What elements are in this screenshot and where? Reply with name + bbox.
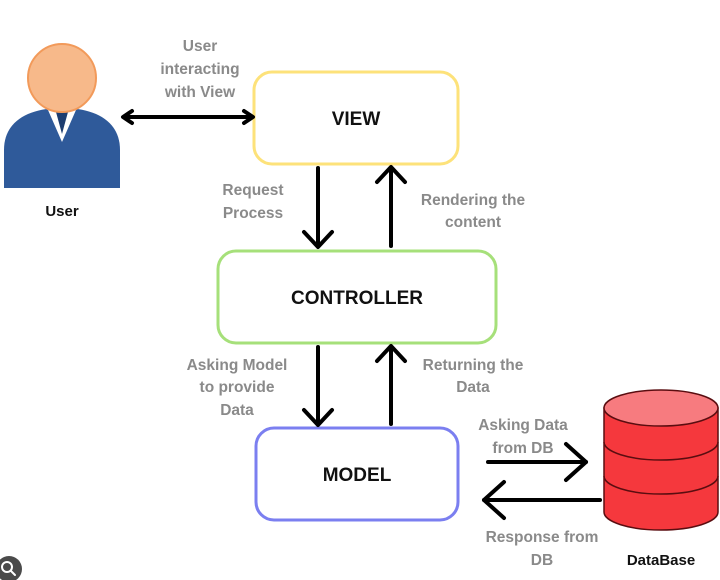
svg-text:Request: Request (222, 182, 283, 199)
view-box: VIEW (252, 70, 460, 166)
svg-text:from DB: from DB (492, 440, 553, 457)
svg-text:with View: with View (164, 84, 236, 101)
rendering-arrow (375, 165, 407, 248)
svg-text:Process: Process (223, 205, 283, 222)
svg-text:interacting: interacting (160, 61, 239, 78)
user-view-arrow (121, 109, 255, 125)
svg-text:Asking Model: Asking Model (187, 357, 288, 374)
view-label: VIEW (332, 109, 381, 130)
rendering-label: Rendering the content (421, 192, 526, 231)
controller-label: CONTROLLER (291, 288, 423, 309)
svg-text:User: User (183, 38, 217, 55)
model-box: MODEL (254, 426, 460, 522)
asking-model-label: Asking Model to provide Data (187, 357, 288, 419)
response-db-label: Response from DB (486, 529, 599, 569)
svg-text:Data: Data (220, 402, 254, 419)
svg-text:Returning the: Returning the (423, 357, 524, 374)
svg-text:Asking Data: Asking Data (478, 417, 568, 434)
svg-text:Rendering the: Rendering the (421, 192, 526, 209)
user-caption: User (45, 203, 79, 220)
returning-label: Returning the Data (423, 357, 524, 396)
controller-box: CONTROLLER (216, 249, 498, 345)
response-db-arrow (482, 480, 602, 520)
svg-text:to provide: to provide (200, 379, 275, 396)
user-view-label: User interacting with View (160, 38, 239, 101)
request-label: Request Process (222, 182, 283, 222)
asking-db-label: Asking Data from DB (478, 417, 568, 457)
database-caption: DataBase (627, 552, 695, 569)
user-icon (4, 43, 120, 188)
returning-arrow (375, 344, 407, 426)
model-label: MODEL (323, 465, 392, 486)
asking-model-arrow (302, 345, 334, 427)
svg-text:DB: DB (531, 552, 553, 569)
lens-icon[interactable] (0, 556, 22, 580)
database-icon (603, 389, 719, 531)
request-arrow (302, 166, 334, 249)
svg-text:Response from: Response from (486, 529, 599, 546)
svg-text:content: content (445, 214, 501, 231)
asking-db-arrow (486, 442, 588, 482)
svg-text:Data: Data (456, 379, 490, 396)
